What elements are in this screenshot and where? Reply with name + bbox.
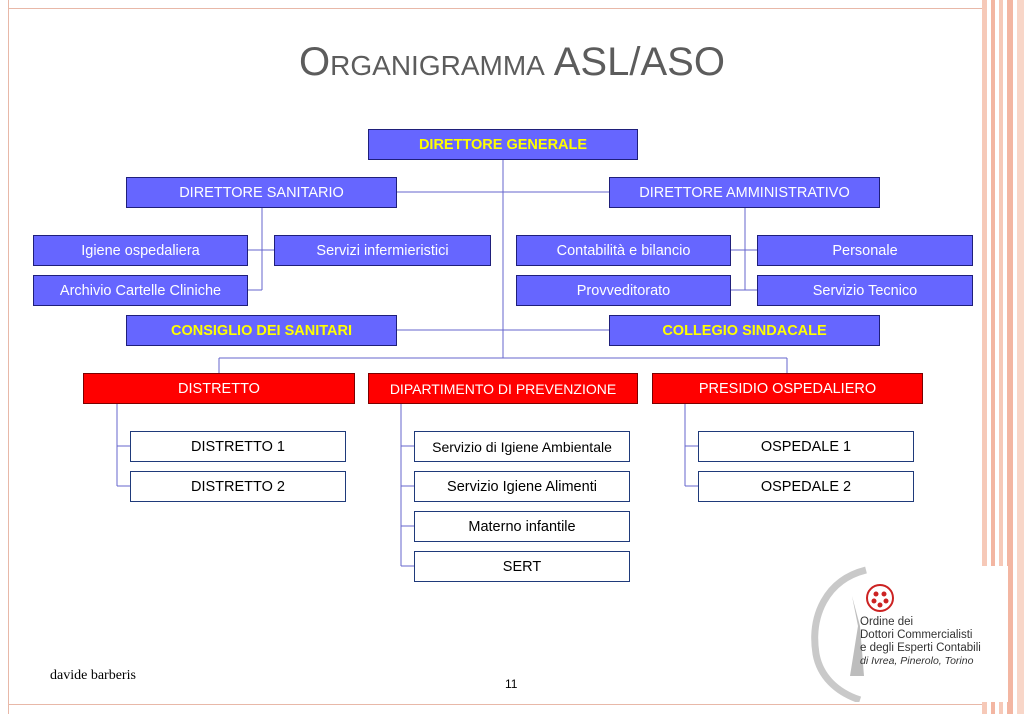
page-number: 11 — [505, 677, 518, 691]
igiene-ospedaliera-box: Igiene ospedaliera — [33, 235, 248, 266]
collegio-sindacale-box: COLLEGIO SINDACALE — [609, 315, 880, 346]
direttore-generale-box: DIRETTORE GENERALE — [368, 129, 638, 160]
logo-line-1: Ordine dei — [860, 616, 914, 628]
contabilita-box: Contabilità e bilancio — [516, 235, 731, 266]
distretto-1-box: DISTRETTO 1 — [130, 431, 346, 462]
logo-line-3: e degli Esperti Contabili — [860, 642, 981, 654]
frame-top-border — [8, 8, 982, 9]
direttore-amministrativo-box: DIRETTORE AMMINISTRATIVO — [609, 177, 880, 208]
frame-bottom-border — [8, 704, 982, 705]
dipartimento-prevenzione-box: DIPARTIMENTO DI PREVENZIONE — [368, 373, 638, 404]
presidio-ospedaliero-box: PRESIDIO OSPEDALIERO — [652, 373, 923, 404]
consiglio-sanitari-box: CONSIGLIO DEI SANITARI — [126, 315, 397, 346]
servizio-tecnico-box: Servizio Tecnico — [757, 275, 973, 306]
personale-box: Personale — [757, 235, 973, 266]
distretto-box: DISTRETTO — [83, 373, 355, 404]
igiene-ambientale-box: Servizio di Igiene Ambientale — [414, 431, 630, 462]
frame-left-border — [8, 0, 9, 714]
decorative-stripes — [982, 0, 1024, 714]
materno-infantile-box: Materno infantile — [414, 511, 630, 542]
archivio-cartelle-box: Archivio Cartelle Cliniche — [33, 275, 248, 306]
igiene-alimenti-box: Servizio Igiene Alimenti — [414, 471, 630, 502]
ospedale-1-box: OSPEDALE 1 — [698, 431, 914, 462]
ospedale-2-box: OSPEDALE 2 — [698, 471, 914, 502]
sert-box: SERT — [414, 551, 630, 582]
order-logo — [806, 566, 1008, 704]
provveditorato-box: Provveditorato — [516, 275, 731, 306]
logo-subtitle: di Ivrea, Pinerolo, Torino — [860, 655, 974, 667]
servizi-infermieristici-box: Servizi infermieristici — [274, 235, 491, 266]
logo-line-2: Dottori Commercialisti — [860, 629, 973, 641]
author-name: davide barberis — [50, 668, 136, 683]
page-title: Organigramma ASL/ASO — [299, 40, 725, 84]
direttore-sanitario-box: DIRETTORE SANITARIO — [126, 177, 397, 208]
distretto-2-box: DISTRETTO 2 — [130, 471, 346, 502]
order-logo-text: Ordine dei Dottori Commercialisti e degl… — [860, 616, 981, 668]
order-emblem-icon — [811, 566, 894, 704]
